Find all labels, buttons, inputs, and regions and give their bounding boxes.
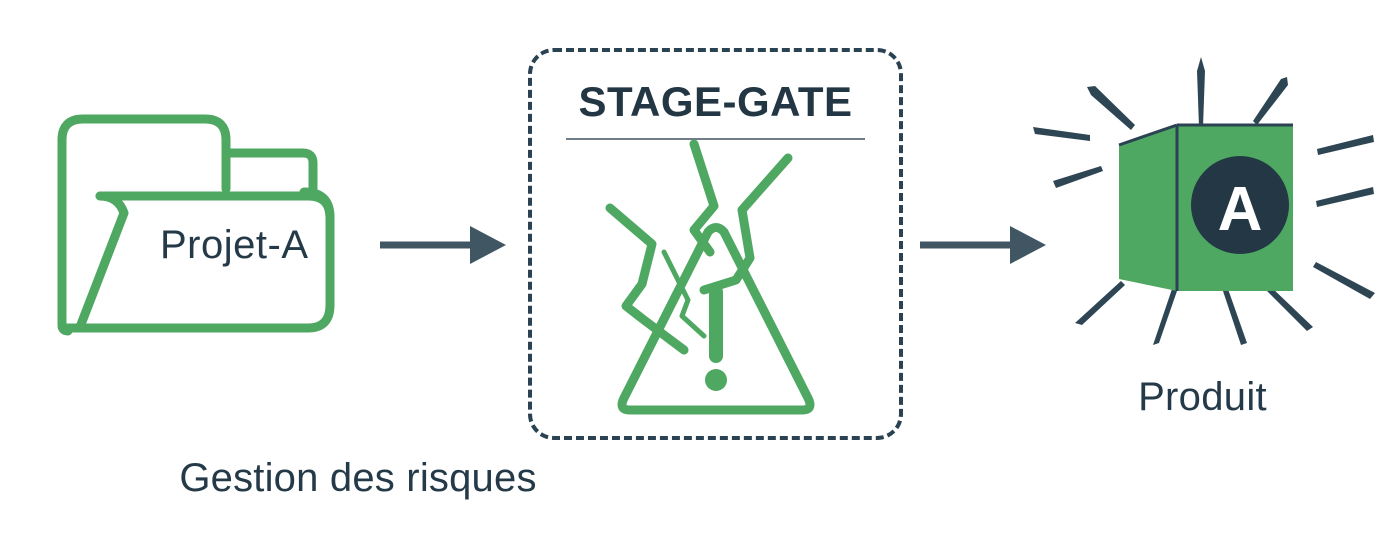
exclamation-dot-icon: [704, 369, 727, 391]
arrow-right-icon: [380, 226, 506, 264]
arrow-risk-to-product: [918, 220, 1048, 270]
stage-gate-title: STAGE-GATE: [578, 78, 853, 125]
product-badge-letter: A: [1218, 175, 1263, 244]
product-node[interactable]: A: [1025, 55, 1380, 385]
cube-left-face: [1119, 125, 1177, 291]
product-cube-icon: A: [1033, 57, 1375, 345]
arrow-project-to-risk: [378, 220, 508, 270]
risk-management-panel[interactable]: STAGE-GATE: [528, 48, 903, 440]
title-underline-divider: [566, 138, 865, 140]
project-label: Projet-A: [160, 223, 309, 267]
risk-caption: Gestion des risques: [0, 456, 1400, 501]
project-node[interactable]: [40, 95, 370, 355]
product-label: Produit: [1138, 375, 1267, 419]
cracked-warning-triangle-icon: [605, 140, 814, 415]
product-badge: [1191, 156, 1289, 254]
arrow-right-icon: [920, 226, 1046, 264]
risk-caption-text: Gestion des risques: [179, 456, 537, 500]
folder-icon: [57, 114, 335, 336]
sparkle-rays: [1033, 57, 1375, 345]
cube-edges: [1118, 123, 1293, 291]
